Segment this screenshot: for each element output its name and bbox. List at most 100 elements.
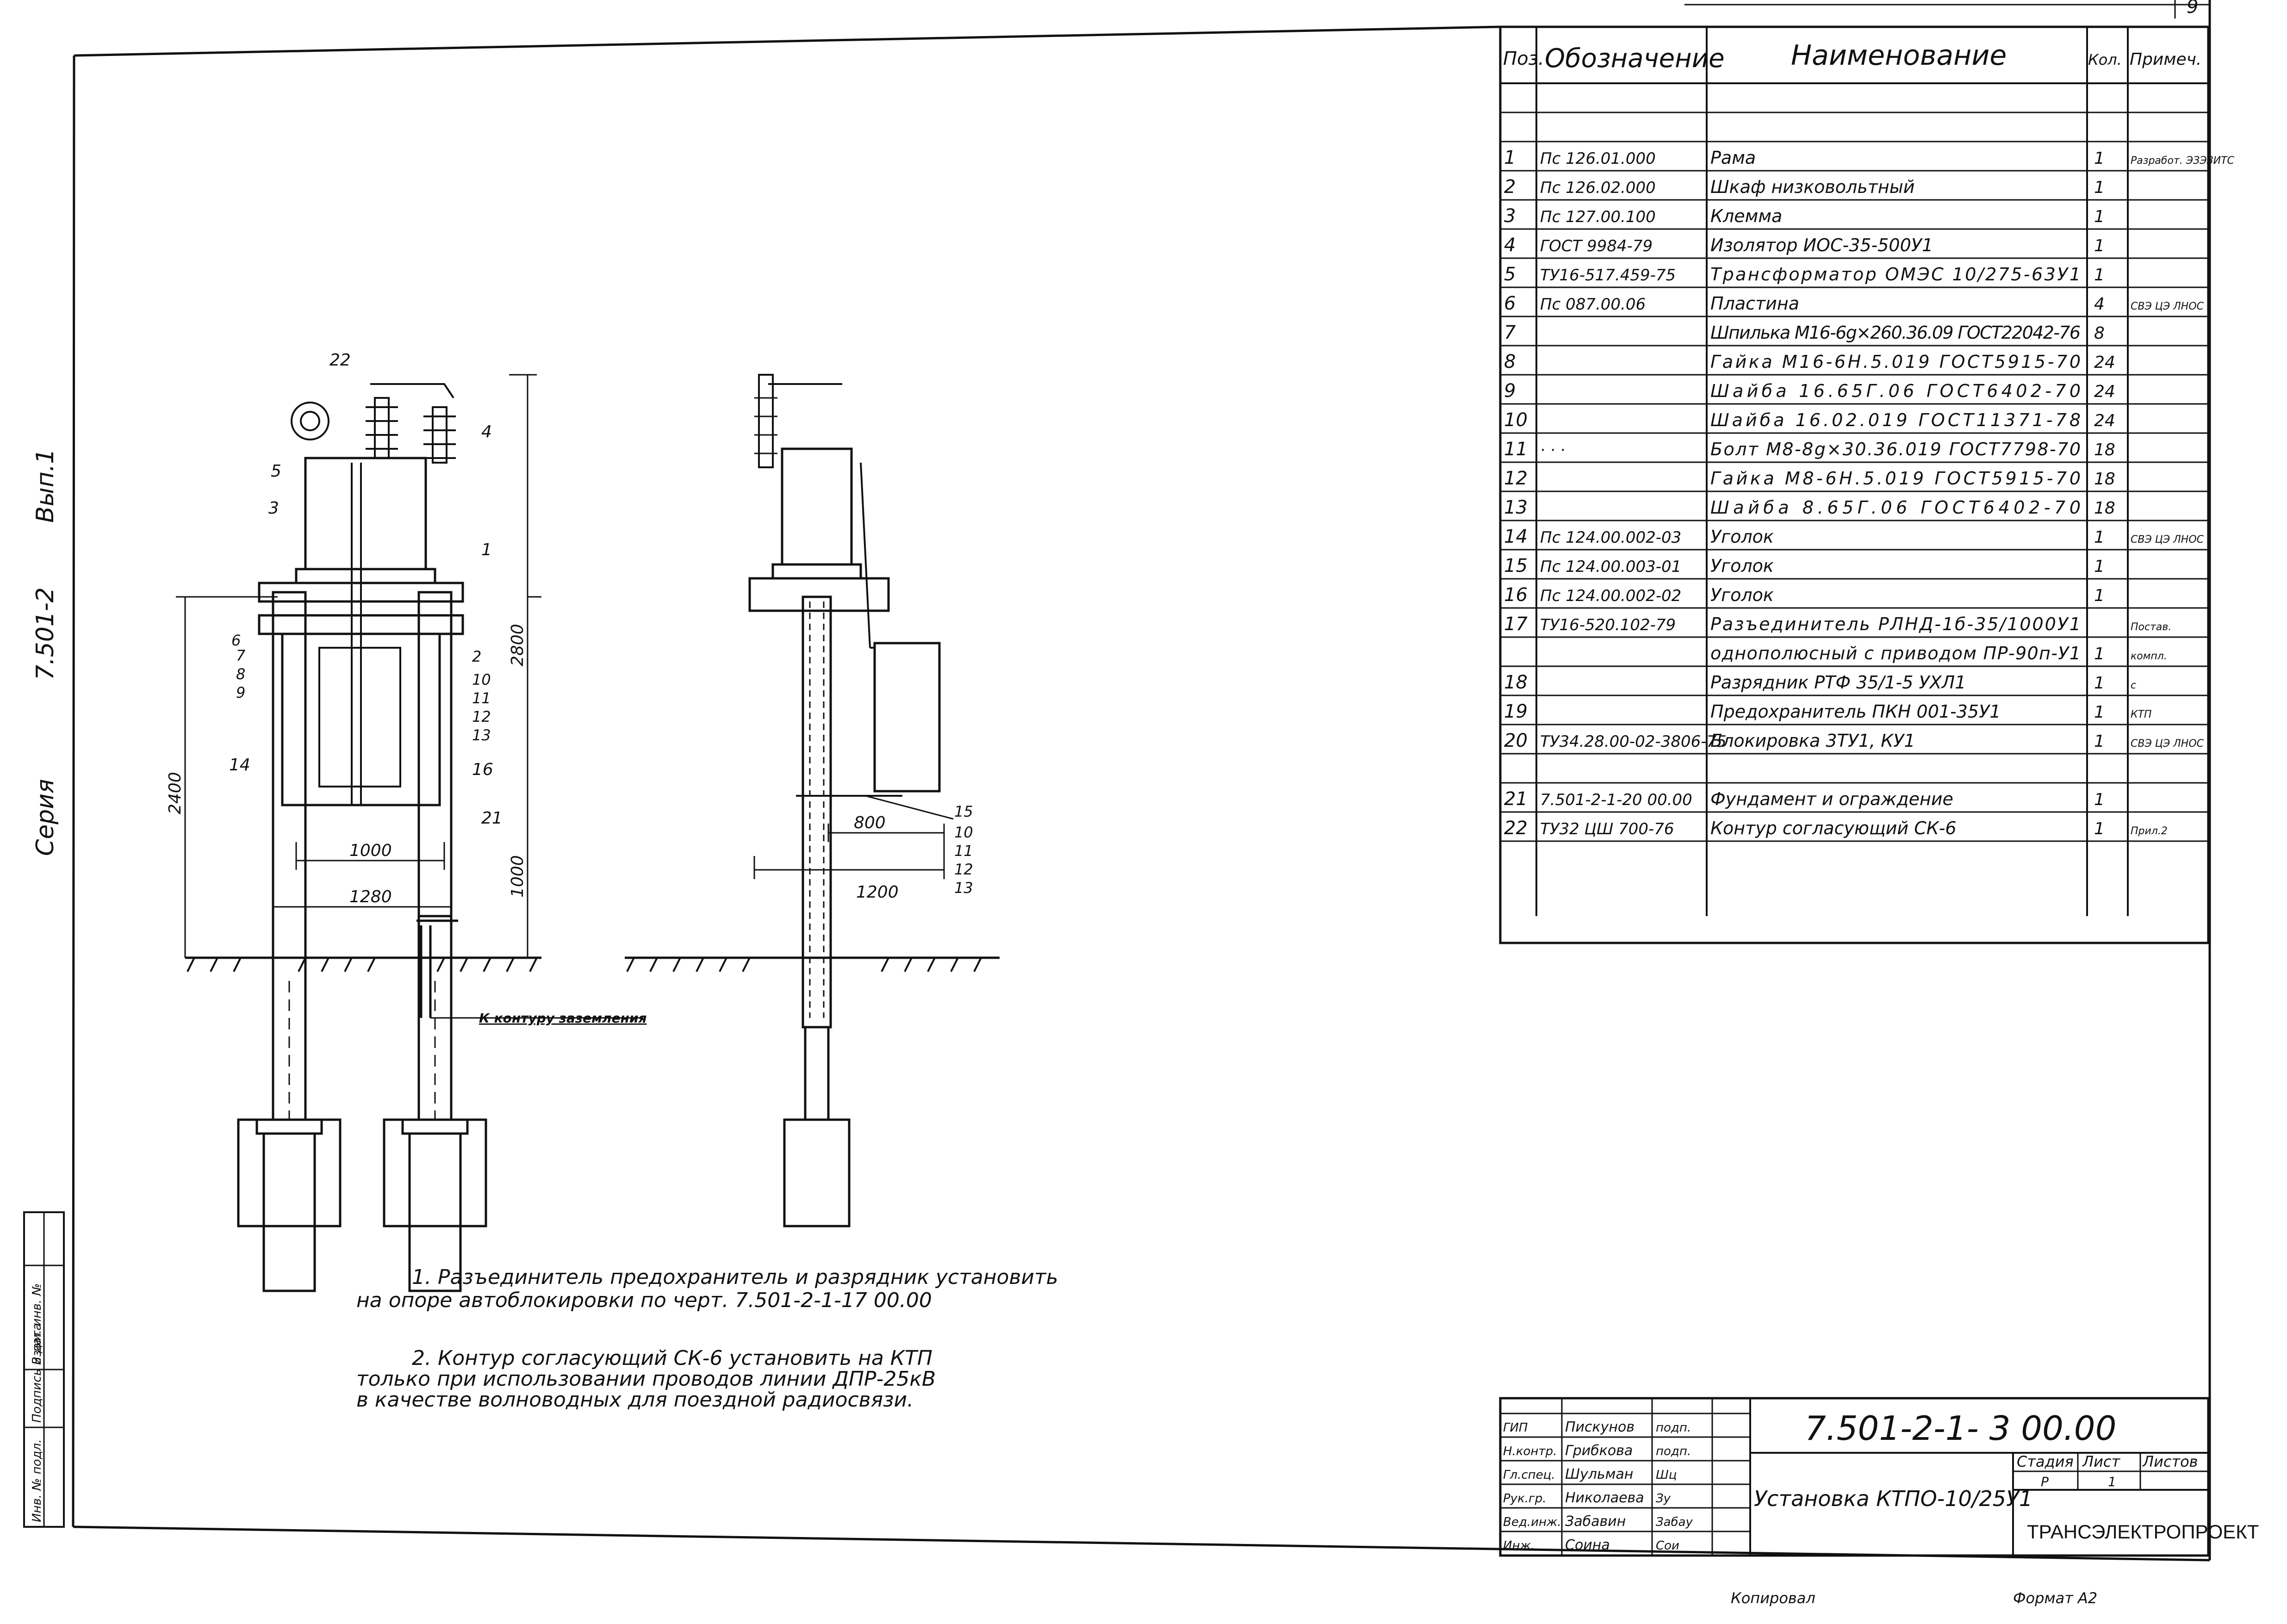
title-block-role: Гл.спец. [1503, 1468, 1555, 1482]
spec-cell-pos: 2 [1504, 176, 1516, 198]
spec-cell-qty: 24 [2094, 382, 2115, 401]
drawing-code: 7.501-2-1- 3 00.00 [1805, 1409, 2116, 1448]
title-block-name: Забавин [1565, 1513, 1626, 1530]
note-1-line-2: на опоре автоблокировки по черт. 7.501-2… [356, 1289, 932, 1312]
title-block: 7.501-2-1- 3 00.00 Установка КТПО-10/25У… [1499, 1397, 2259, 1557]
spec-cell-qty: 1 [2094, 149, 2105, 168]
spec-cell-name: Шкаф низковольтный [1710, 177, 1914, 197]
callout-11: 11 [472, 689, 491, 707]
spec-cell-pos: 7 [1504, 322, 1516, 343]
spec-cell-pos: 5 [1504, 264, 1516, 285]
spec-cell-qty: 18 [2094, 499, 2115, 518]
title-block-role: Н.контр. [1503, 1444, 1557, 1458]
title-block-role: Рук.гр. [1503, 1492, 1546, 1506]
spec-cell-designation: · · · [1540, 441, 1565, 459]
spec-cell-pos: 11 [1504, 439, 1528, 460]
note-2-line-2: только при использовании проводов линии … [356, 1367, 936, 1391]
title-block-sign: Забау [1656, 1515, 1693, 1529]
spec-cell-pos: 20 [1504, 730, 1528, 751]
title-block-sign: Зу [1656, 1492, 1671, 1506]
side-view-equipment [748, 374, 954, 1227]
specification-table: Поз. Обозначение Наименование Кол. Приме… [1499, 25, 2235, 944]
spec-cell-qty: 1 [2094, 674, 2105, 693]
callout-12: 12 [472, 708, 491, 725]
spec-cell-qty: 1 [2094, 557, 2105, 576]
dim-side-width-outer: 1200 [856, 883, 899, 902]
copied-by: Копировал [1731, 1589, 1815, 1607]
spec-cell-designation: 7.501-2-1-20 00.00 [1540, 791, 1692, 809]
spec-cell-designation: Пс 124.00.002-02 [1540, 587, 1681, 605]
title-block-name: Грибкова [1565, 1443, 1633, 1459]
spec-cell-designation: ТУ16-520.102-79 [1540, 616, 1676, 634]
left-stamp-repl: Взам. инв. № [30, 1283, 44, 1365]
spec-cell-qty: 18 [2094, 470, 2115, 489]
title-block-grid [1500, 1413, 1750, 1556]
spec-cell-name: однополюсный с приводом ПР-90п-У1 [1710, 643, 2081, 663]
sheet-label: Лист [2082, 1453, 2120, 1470]
series-issue: Вып.1 [31, 449, 59, 523]
front-view-equipment [176, 374, 643, 1227]
sheet-frame [72, 0, 2211, 1562]
spec-cell-note: СВЭ ЦЭ ЛНОС [2131, 738, 2204, 750]
callout-14: 14 [229, 756, 250, 775]
title-block-name: Николаева [1565, 1490, 1644, 1506]
spec-cell-name: Уголок [1710, 585, 1774, 605]
series-number: 7.501-2 [31, 587, 59, 680]
spec-cell-qty: 1 [2094, 178, 2105, 197]
dim-front-height-total: 2800 [508, 624, 527, 666]
side-callout-10: 10 [954, 824, 973, 841]
spec-cell-name: Клемма [1710, 206, 1782, 226]
spec-header-name: Наименование [1791, 39, 2007, 72]
spec-cell-name: Блокировка 3ТУ1, КУ1 [1710, 731, 1915, 751]
spec-cell-pos: 6 [1504, 293, 1516, 314]
spec-cell-qty: 18 [2094, 440, 2115, 459]
spec-cell-qty: 8 [2094, 324, 2105, 343]
spec-cell-qty: 1 [2094, 703, 2105, 722]
callout-7: 7 [236, 647, 246, 664]
spec-cell-designation: Пс 127.00.100 [1540, 208, 1656, 226]
title-block-name: Пискунов [1565, 1419, 1634, 1435]
spec-cell-designation: Пс 124.00.002-03 [1540, 528, 1681, 547]
spec-cell-note: Разработ. ЭЗЭЗИТС [2131, 155, 2235, 167]
spec-cell-pos: 3 [1504, 205, 1516, 227]
side-view [625, 595, 1000, 1121]
series-label: Серия 7.501-2 Вып.1 [31, 449, 59, 856]
title-block-role: ГИП [1503, 1421, 1528, 1435]
dim-front-width-outer: 1280 [349, 887, 392, 906]
spec-cell-pos: 17 [1504, 614, 1528, 635]
title-block-name: Шульман [1565, 1466, 1633, 1482]
series-word: Серия [31, 779, 59, 856]
side-callout-11: 11 [954, 842, 973, 860]
spec-cell-name: Шайба 8.65Г.06 ГОСТ6402-70 [1710, 497, 2081, 518]
spec-cell-designation: ГОСТ 9984-79 [1540, 237, 1653, 255]
spec-cell-note: КТП [2131, 709, 2152, 720]
spec-cell-note: Постав. [2131, 621, 2171, 633]
stage-label: Стадия [2017, 1453, 2074, 1470]
callout-10: 10 [472, 671, 491, 688]
left-stamp-sign: Подпись и дата [30, 1323, 44, 1423]
spec-cell-name: Пластина [1710, 293, 1799, 314]
spec-cell-name: Шайба 16.02.019 ГОСТ11371-78 [1710, 410, 2081, 430]
spec-cell-qty: 1 [2094, 236, 2105, 255]
dim-side-width-inner: 800 [854, 813, 886, 832]
callout-8: 8 [236, 665, 245, 683]
callout-21: 21 [481, 809, 503, 828]
spec-cell-pos: 16 [1504, 584, 1528, 606]
sheet-value: 1 [2108, 1474, 2116, 1489]
ground-label: К контуру заземления [479, 1010, 647, 1026]
callout-2: 2 [472, 648, 481, 665]
spec-cell-pos: 12 [1504, 468, 1528, 489]
